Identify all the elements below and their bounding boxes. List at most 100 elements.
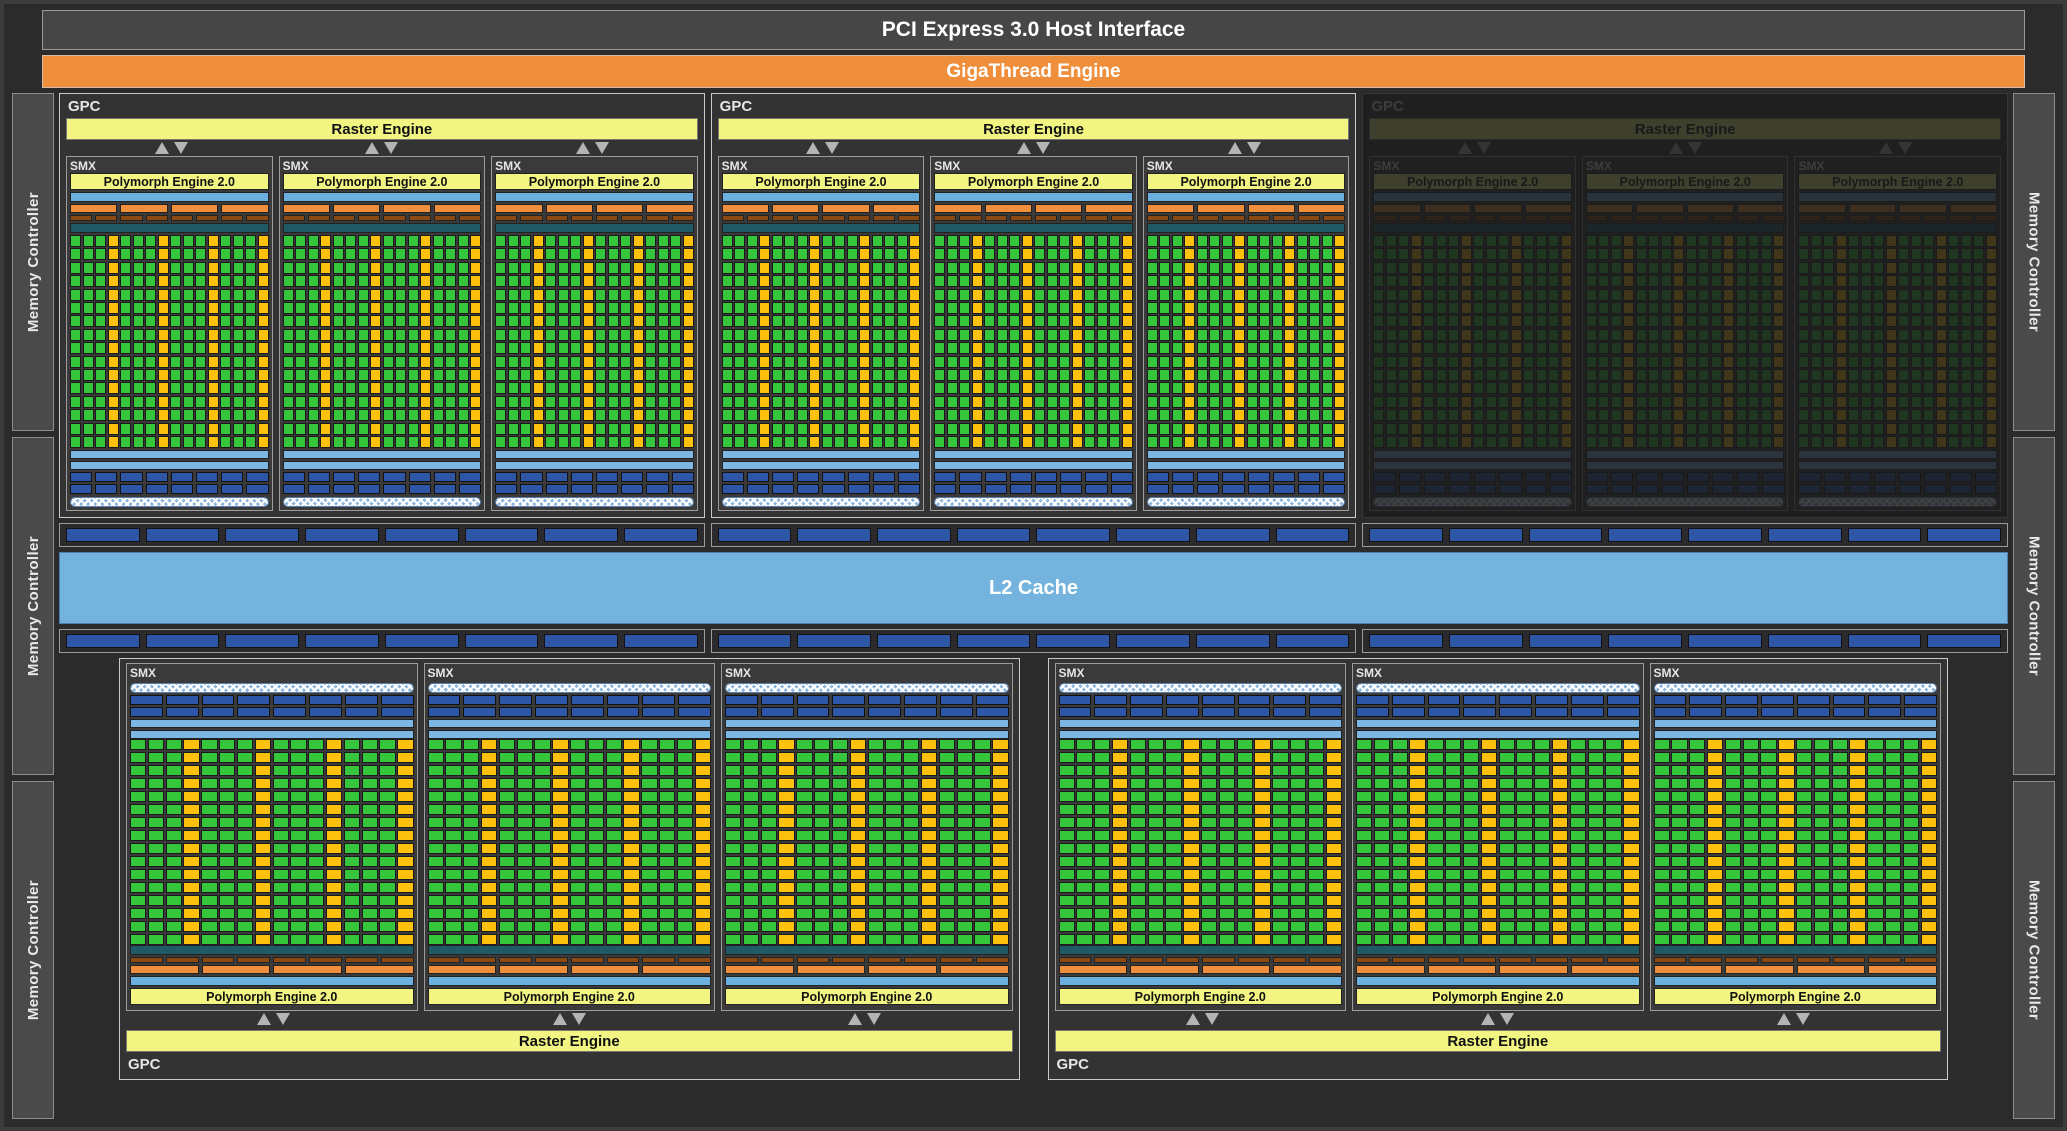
ld-st-unit [809, 288, 821, 301]
cuda-core [796, 777, 813, 790]
ld-st-unit [107, 261, 119, 274]
cuda-core [1698, 315, 1710, 328]
cuda-core [182, 436, 194, 448]
cuda-core [145, 436, 156, 448]
cuda-core [520, 288, 532, 301]
ld-st-unit [320, 275, 332, 288]
ld-st-unit [1510, 436, 1522, 448]
rop-unit [1275, 528, 1350, 542]
memory-controller[interactable]: Memory Controller [12, 93, 54, 431]
cuda-core-row [1356, 751, 1640, 764]
cuda-core [1724, 816, 1742, 829]
cuda-core [170, 302, 181, 314]
cuda-core [1391, 790, 1408, 803]
memory-controller[interactable]: Memory Controller [12, 437, 54, 775]
memory-controller[interactable]: Memory Controller [2013, 437, 2055, 775]
memory-controller[interactable]: Memory Controller [2013, 781, 2055, 1119]
cuda-core-row [1373, 409, 1572, 422]
dispatch-unit-row [1585, 204, 1785, 213]
cuda-core [1605, 777, 1622, 790]
dispatch-unit [1130, 965, 1199, 974]
cuda-core [272, 920, 289, 933]
dispatch-unit [646, 204, 694, 213]
cuda-core [1129, 739, 1147, 751]
lsu-bar [934, 461, 1133, 470]
ld-st-unit [370, 422, 382, 435]
warp-scheduler-bar [1146, 192, 1346, 202]
cuda-core-row [725, 790, 1009, 803]
memory-controller[interactable]: Memory Controller [12, 781, 54, 1119]
cuda-core [1848, 261, 1860, 274]
ld-st-unit [759, 342, 771, 355]
cuda-core [974, 907, 991, 920]
cuda-core [357, 315, 369, 328]
ld-st-unit [971, 235, 983, 247]
ld-st-unit [1773, 342, 1785, 355]
cuda-core [885, 868, 902, 881]
cuda-core [1910, 436, 1922, 448]
cuda-core [956, 894, 973, 907]
cuda-core [1698, 261, 1710, 274]
ld-st-unit [320, 342, 332, 355]
ld-st-unit [1920, 881, 1937, 894]
cuda-core [1548, 355, 1560, 368]
cuda-core [1076, 894, 1093, 907]
ld-st-unit [1183, 803, 1200, 816]
ld-st-unit [552, 881, 569, 894]
texture-unit [832, 707, 866, 717]
arrow-up-icon [154, 142, 169, 154]
texture-unit [621, 472, 644, 482]
cuda-core [1171, 395, 1183, 408]
cuda-core [1605, 842, 1622, 855]
cuda-core [620, 369, 632, 381]
cuda-core [534, 868, 551, 881]
cuda-core [1196, 409, 1208, 422]
memory-controller[interactable]: Memory Controller [2013, 93, 2055, 431]
cuda-core [1653, 920, 1670, 933]
cuda-core-row [70, 315, 269, 328]
cuda-core [725, 829, 742, 842]
ld-st-unit [1334, 328, 1346, 341]
cuda-core [1165, 739, 1182, 751]
ld-st-unit [420, 315, 432, 328]
cuda-core [307, 261, 319, 274]
cuda-core [1307, 894, 1325, 907]
cuda-core [1960, 355, 1972, 368]
cuda-core [607, 261, 619, 274]
cuda-core [427, 803, 444, 816]
pci-express-host-interface: PCI Express 3.0 Host Interface [42, 10, 2025, 50]
cuda-core [520, 328, 532, 341]
ld-st-unit [1935, 315, 1947, 328]
cuda-core [1548, 261, 1560, 274]
ld-st-unit [480, 920, 498, 933]
cuda-core [1096, 275, 1108, 288]
cuda-core [1385, 288, 1397, 301]
texture-unit [95, 484, 118, 494]
dispatch-unit [520, 215, 543, 221]
cuda-core [545, 409, 557, 422]
cuda-core [1290, 739, 1307, 751]
cuda-core [463, 920, 480, 933]
cuda-core [1448, 235, 1460, 247]
ld-st-unit [623, 907, 640, 920]
